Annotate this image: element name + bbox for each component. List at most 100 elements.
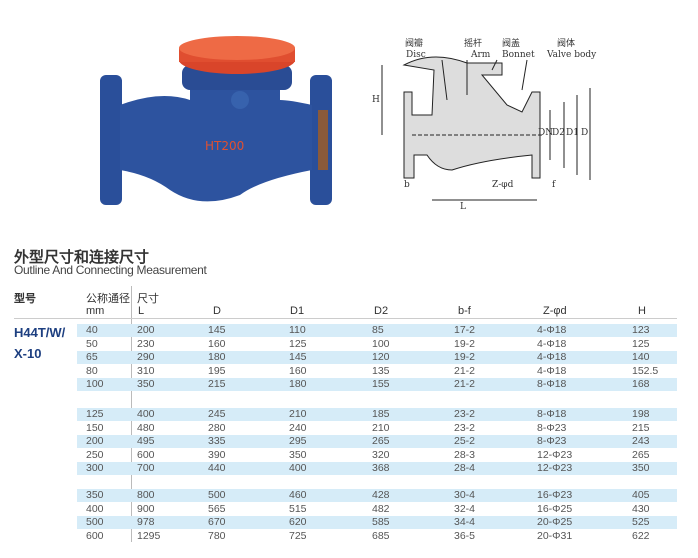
table-cell: 36-5 (454, 529, 476, 542)
table-cell: 34-4 (454, 516, 476, 528)
table-cell: 23-2 (454, 408, 476, 420)
table-cell: 460 (289, 489, 307, 501)
table-cell: 685 (372, 529, 390, 542)
header-size: 尺寸 (137, 293, 159, 305)
table-cell: 250 (86, 448, 104, 461)
table-cell: 335 (208, 435, 226, 447)
column-header-l: L (138, 305, 145, 317)
model-line-2: X-10 (14, 346, 42, 361)
table-cell: 265 (632, 448, 650, 461)
table-cell: 725 (289, 529, 307, 542)
label-body-en: Valve body (547, 50, 597, 60)
table-cell: 368 (372, 462, 390, 474)
table-cell: 585 (372, 516, 390, 528)
table-cell: 440 (208, 462, 226, 474)
table-cell: 525 (632, 516, 650, 528)
table-cell: 600 (86, 529, 104, 542)
table-cell: 210 (289, 408, 307, 420)
table-cell: 4-Φ18 (537, 351, 567, 363)
table-cell: 30-4 (454, 489, 476, 501)
table-cell: 600 (137, 448, 155, 461)
table-cell: 135 (372, 364, 390, 377)
table-row: 600 1295 780 725 685 36-5 20-Φ31 622 (77, 530, 677, 543)
table-cell: 28-4 (454, 462, 476, 474)
table-cell: 150 (86, 421, 104, 434)
label-disc-en: Disc (406, 50, 426, 60)
casting-mark: HT200 (205, 139, 244, 153)
table-cell: 155 (372, 378, 390, 390)
table-cell: 200 (137, 324, 155, 336)
table-cell: 50 (86, 337, 98, 350)
dim-DN: DN (538, 128, 554, 138)
dim-D1: D1 (566, 128, 579, 138)
table-cell: 8-Φ23 (537, 435, 567, 447)
table-cell: 500 (208, 489, 226, 501)
table-cell: 780 (208, 529, 226, 542)
table-cell: 145 (208, 324, 226, 336)
table-cell: 198 (632, 408, 650, 420)
table-cell: 180 (208, 351, 226, 363)
header-unit: mm (86, 305, 105, 317)
table-cell: 152.5 (632, 364, 659, 377)
table-cell: 125 (632, 337, 650, 350)
dim-H: H (372, 95, 380, 105)
table-cell: 245 (208, 408, 226, 420)
table-cell: 80 (86, 364, 98, 377)
section-title: 外型尺寸和连接尺寸 (14, 249, 150, 266)
table-cell: 17-2 (454, 324, 476, 336)
table-cell: 400 (86, 502, 104, 515)
table-cell: 145 (289, 351, 307, 363)
table-cell: 482 (372, 502, 390, 515)
table-cell: 140 (632, 351, 650, 363)
dim-f: f (552, 180, 556, 190)
table-cell: 290 (137, 351, 155, 363)
column-header-d: D (213, 305, 221, 317)
table-cell: 168 (632, 378, 650, 390)
table-cell: 20-Φ31 (537, 529, 573, 542)
column-header-d1: D1 (290, 305, 305, 317)
table-cell: 21-2 (454, 378, 476, 390)
table-cell: 8-Φ23 (537, 421, 567, 434)
column-header-z-φd: Z-φd (543, 305, 567, 317)
table-cell: 100 (372, 337, 390, 350)
table-cell: 200 (86, 435, 104, 447)
label-arm-en: Arm (471, 50, 491, 60)
table-cell: 1295 (137, 529, 161, 542)
table-cell: 350 (137, 378, 155, 390)
dim-D: D (581, 128, 589, 138)
label-disc-cn: 阀瓣 (405, 39, 424, 49)
table-cell: 240 (289, 421, 307, 434)
label-bonnet-en: Bonnet (502, 50, 535, 60)
table-cell: 978 (137, 516, 155, 528)
table-cell: 622 (632, 529, 650, 542)
table-cell: 125 (86, 408, 104, 420)
table-cell: 390 (208, 448, 226, 461)
table-cell: 120 (372, 351, 390, 363)
table-cell: 8-Φ18 (537, 408, 567, 420)
table-cell: 265 (372, 435, 390, 447)
table-cell: 310 (137, 364, 155, 377)
table-cell: 185 (372, 408, 390, 420)
table-cell: 23-2 (454, 421, 476, 434)
table-cell: 243 (632, 435, 650, 447)
table-cell: 480 (137, 421, 155, 434)
table-cell: 4-Φ18 (537, 324, 567, 336)
valve-photo: HT200 (100, 36, 332, 205)
table-cell: 12-Φ23 (537, 462, 573, 474)
table-cell: 12-Φ23 (537, 448, 573, 461)
table-cell: 495 (137, 435, 155, 447)
table-cell: 40 (86, 324, 98, 336)
model-line-1: H44T/W/ (14, 325, 66, 340)
table-cell: 100 (86, 378, 104, 390)
dim-D2: D2 (552, 128, 565, 138)
section-subtitle: Outline And Connecting Measurement (14, 263, 207, 277)
table-cell: 900 (137, 502, 155, 515)
